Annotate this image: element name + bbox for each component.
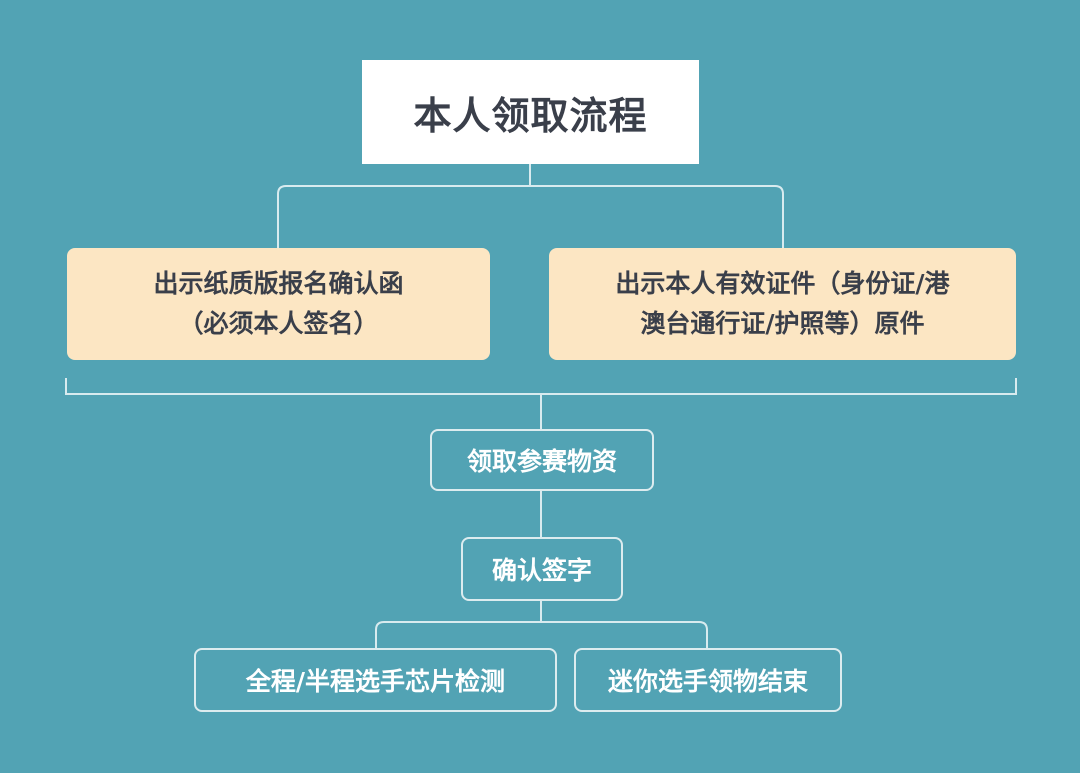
requirement-id-document-line1: 出示本人有效证件（身份证/港 (615, 269, 950, 298)
step-mini-runner-end: 迷你选手领物结束 (574, 648, 842, 712)
step-confirm-signature: 确认签字 (461, 537, 623, 601)
step-chip-check: 全程/半程选手芯片检测 (194, 648, 557, 712)
connector-requirements-bracket (65, 378, 1017, 395)
step-collect-materials: 领取参赛物资 (430, 429, 654, 491)
requirement-id-document: 出示本人有效证件（身份证/港 澳台通行证/护照等）原件 (549, 248, 1016, 360)
connector-final-branch (375, 621, 708, 648)
flow-title: 本人领取流程 (362, 60, 699, 164)
requirement-confirmation-letter-line2: （必须本人签名） (178, 309, 379, 338)
connector-title-branch (277, 185, 784, 248)
requirement-confirmation-letter-line1: 出示纸质版报名确认函 (153, 269, 404, 298)
requirement-id-document-line2: 澳台通行证/护照等）原件 (640, 309, 925, 338)
requirement-confirmation-letter: 出示纸质版报名确认函 （必须本人签名） (67, 248, 490, 360)
